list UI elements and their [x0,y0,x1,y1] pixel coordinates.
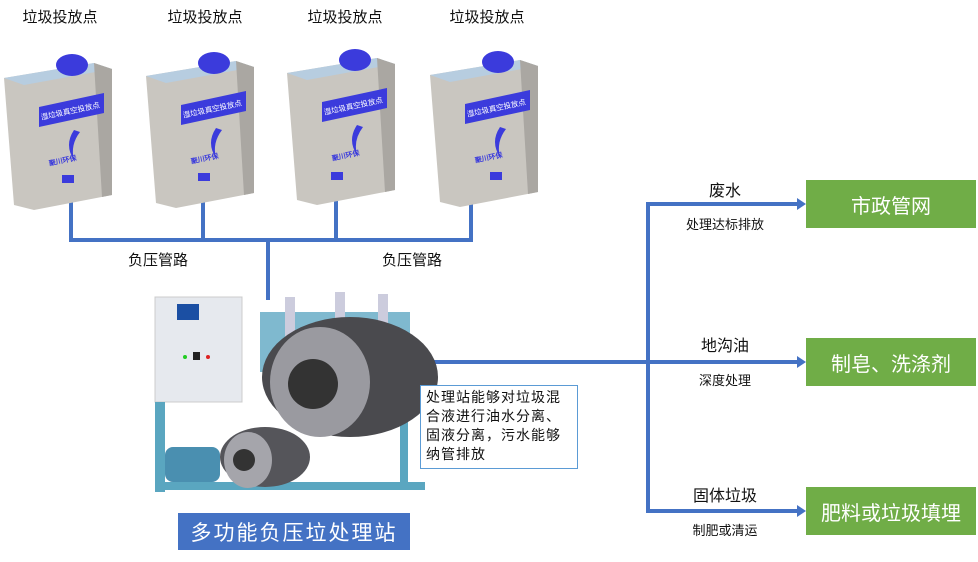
destination-box: 市政管网 [806,180,976,228]
arrow-icon [797,198,806,210]
collection-point-label: 垃圾投放点 [167,8,243,26]
collection-bin: 湿垃圾真空投放点 聚川环保 [287,40,395,205]
output-pipe [646,202,650,513]
pipe [69,185,73,241]
station-description: 处理站能够对垃圾混合液进行油水分离、固液分离，污水能够纳管排放 [420,385,578,469]
output-process-label: 深度处理 [698,374,751,389]
pipe [469,182,473,241]
collection-point-label: 垃圾投放点 [307,8,383,26]
collection-bin: 湿垃圾真空投放点 聚川环保 [430,42,538,207]
output-pipe [646,202,800,206]
output-pipe [646,509,800,513]
pipe [201,182,205,241]
destination-box: 制皂、洗涤剂 [806,338,976,386]
output-process-label: 处理达标排放 [685,218,764,233]
arrow-icon [797,505,806,517]
collection-point-label: 垃圾投放点 [449,8,525,26]
output-stream-label: 地沟油 [700,336,749,355]
collection-point-label: 垃圾投放点 [22,8,98,26]
collection-bin: 湿垃圾真空投放点 聚川环保 [146,43,254,208]
arrow-icon [797,356,806,368]
output-process-label: 制肥或清运 [692,524,758,539]
output-stream-label: 固体垃圾 [692,486,757,505]
destination-box: 肥料或垃圾填埋 [806,487,976,535]
output-pipe [430,360,800,364]
pipe-label: 负压管路 [128,251,189,269]
station-title: 多功能负压垃处理站 [178,513,410,550]
output-stream-label: 废水 [708,181,741,200]
treatment-station-image [150,292,440,506]
pipe [334,180,338,241]
pipe-label: 负压管路 [382,251,443,269]
pipe [266,238,270,300]
collection-bin: 湿垃圾真空投放点 聚川环保 [4,45,112,210]
pipe [69,238,473,242]
